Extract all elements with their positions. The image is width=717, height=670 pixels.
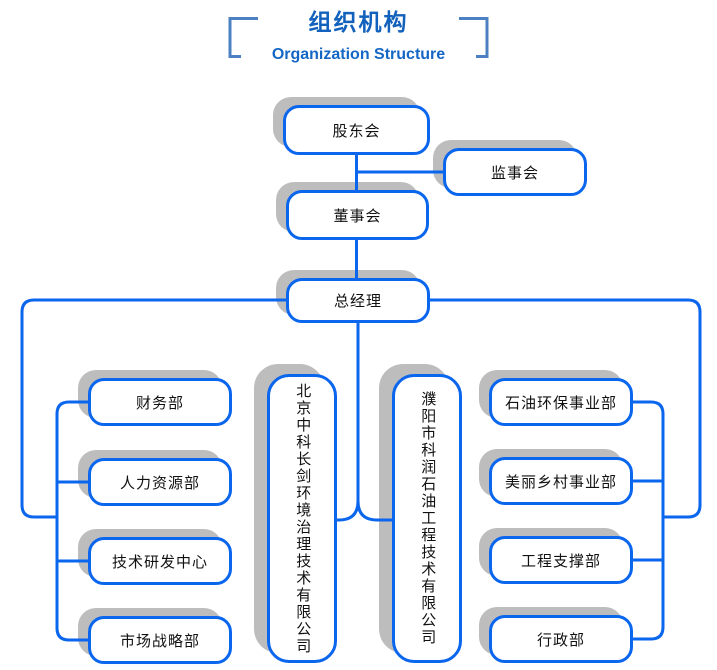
node-finance-dept: 财务部 <box>88 378 232 426</box>
title-bracket-right <box>459 17 489 58</box>
node-shareholders: 股东会 <box>283 105 430 155</box>
node-rnd-center: 技术研发中心 <box>88 537 232 585</box>
page-subtitle: Organization Structure <box>271 46 446 63</box>
node-engineering-support-dept: 工程支撑部 <box>489 536 633 584</box>
node-beautiful-village-division: 美丽乡村事业部 <box>489 457 633 505</box>
page-title: 组织机构 <box>308 9 409 35</box>
subsidiary-beijing-label: 北京中科长剑环境治理技术有限公司 <box>294 382 312 655</box>
node-subsidiary-puyang: 濮阳市科润石油工程技术有限公司 <box>392 374 462 663</box>
node-general-manager: 总经理 <box>286 278 430 323</box>
node-hr-dept: 人力资源部 <box>88 458 232 506</box>
node-supervisory-board: 监事会 <box>443 148 587 196</box>
node-petroleum-env-division: 石油环保事业部 <box>489 378 633 426</box>
node-subsidiary-beijing: 北京中科长剑环境治理技术有限公司 <box>267 374 337 663</box>
org-connectors <box>20 155 702 642</box>
title-bracket-left <box>228 17 258 58</box>
node-admin-dept: 行政部 <box>489 615 633 663</box>
node-board-of-directors: 董事会 <box>286 190 429 240</box>
node-market-strategy-dept: 市场战略部 <box>88 616 232 664</box>
subsidiary-puyang-label: 濮阳市科润石油工程技术有限公司 <box>419 391 437 646</box>
